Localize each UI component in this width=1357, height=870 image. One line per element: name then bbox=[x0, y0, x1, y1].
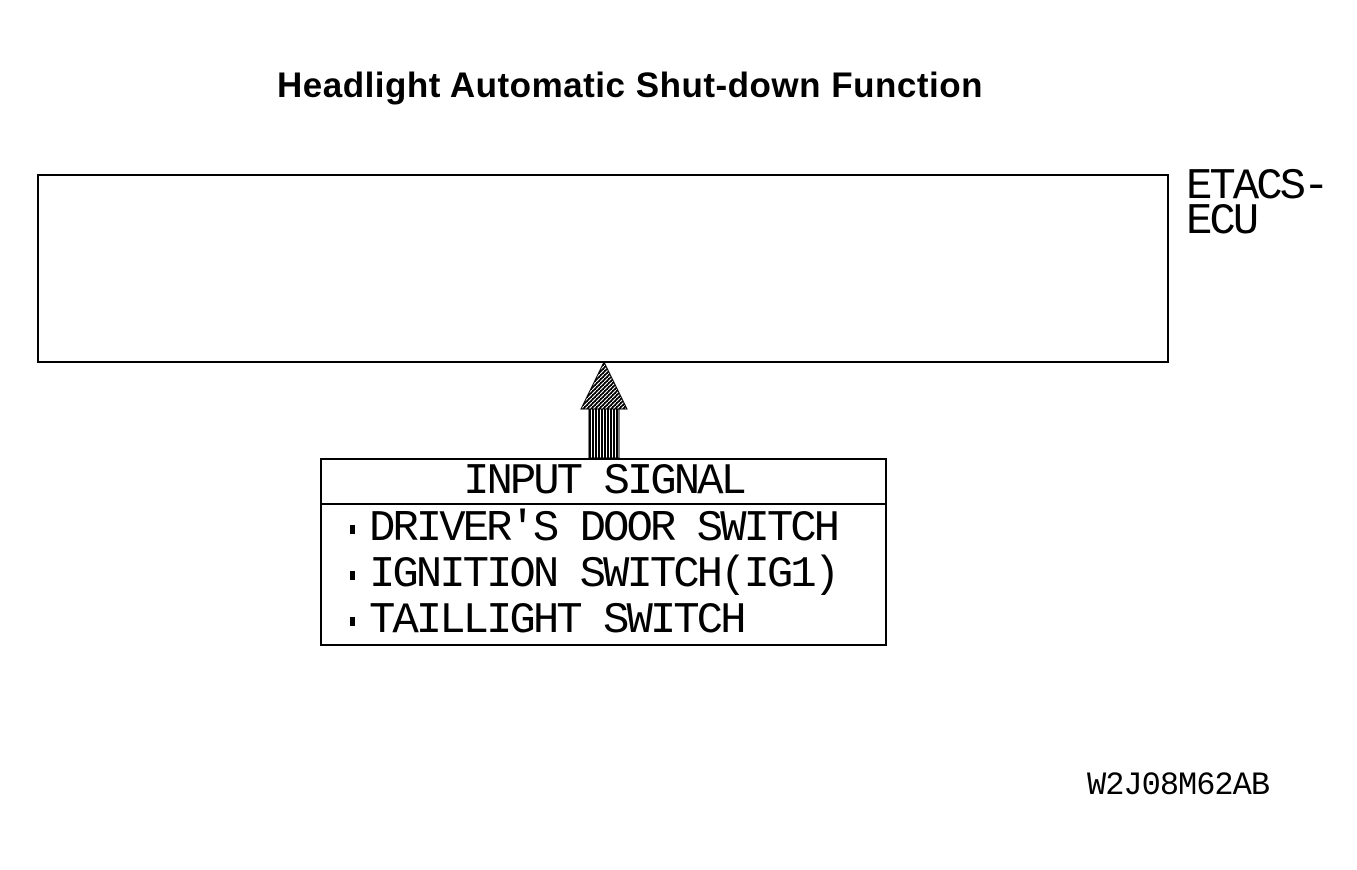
list-item-label: IGNITION SWITCH(IG1) bbox=[369, 550, 840, 600]
list-item-label: DRIVER'S DOOR SWITCH bbox=[369, 504, 840, 554]
list-item: TAILLIGHT SWITCH bbox=[322, 596, 885, 646]
list-item-label: TAILLIGHT SWITCH bbox=[369, 596, 746, 646]
list-item: DRIVER'S DOOR SWITCH bbox=[322, 504, 885, 554]
input-signal-box: INPUT SIGNAL DRIVER'S DOOR SWITCH IGNITI… bbox=[320, 457, 887, 646]
up-arrow-icon bbox=[580, 360, 628, 459]
drawing-code: W2J08M62AB bbox=[1087, 767, 1270, 804]
etacs-ecu-box bbox=[37, 174, 1169, 363]
input-signal-list: DRIVER'S DOOR SWITCH IGNITION SWITCH(IG1… bbox=[322, 504, 885, 646]
list-item: IGNITION SWITCH(IG1) bbox=[322, 550, 885, 600]
etacs-ecu-label: ETACS- ECU bbox=[1186, 162, 1329, 247]
bullet-square-icon bbox=[350, 524, 355, 534]
input-signal-header: INPUT SIGNAL bbox=[322, 457, 885, 507]
bullet-square-icon bbox=[350, 616, 355, 626]
bullet-square-icon bbox=[350, 570, 355, 580]
etacs-ecu-label-line1: ETACS- bbox=[1186, 162, 1329, 212]
page-title: Headlight Automatic Shut-down Function bbox=[277, 66, 983, 105]
etacs-ecu-label-line2: ECU bbox=[1186, 197, 1259, 247]
